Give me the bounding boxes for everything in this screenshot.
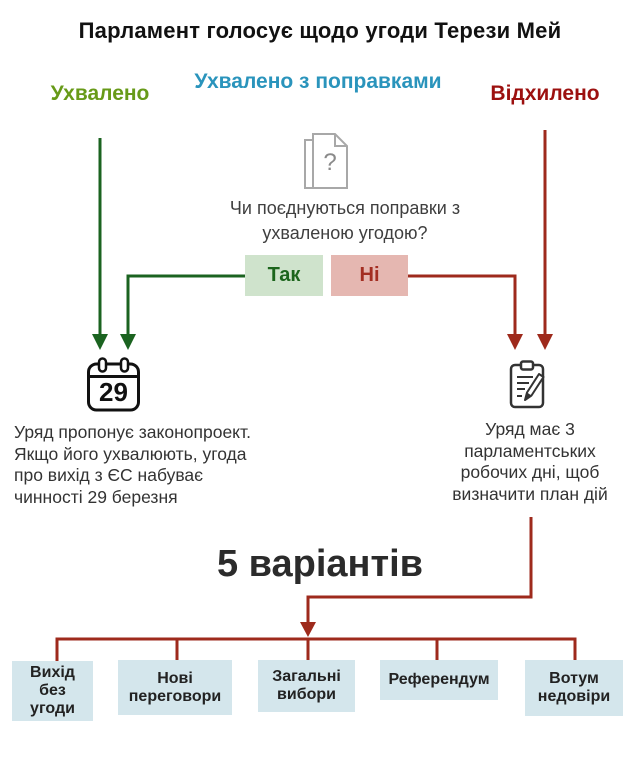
approved-branch-text: Уряд пропонує законопроект. Якщо його ух… [14,422,251,507]
option-new-negotiations: Нові переговори [118,660,232,715]
svg-text:?: ? [323,149,336,176]
clipboard-pencil-icon [508,360,550,415]
option-no-deal-exit: Вихід без угоди [12,661,93,721]
option-no-confidence-vote: Вотум недовіри [525,660,623,716]
option-referendum: Референдум [380,660,498,700]
calendar-icon: 29 [87,357,141,418]
option-general-elections: Загальні вибори [258,660,355,712]
rejected-branch-text: Уряд має 3 парламентських робочих дні, щ… [452,419,608,504]
yes-node: Так [245,255,323,296]
outcome-label-approved: Ухвалено [50,82,150,105]
document-question-icon: ? [303,132,351,195]
outcome-label-approved-with-amendments: Ухвалено з поправками [194,70,442,93]
page-title: Парламент голосує щодо угоди Терези Мей [78,18,562,43]
amendments-question-text: Чи поєднуються поправки з ухваленою угод… [229,198,461,243]
outcome-label-rejected: Відхилено [490,82,600,105]
options-heading: 5 варіантів [216,543,424,585]
calendar-day-number: 29 [99,377,128,407]
no-node: Ні [331,255,408,296]
